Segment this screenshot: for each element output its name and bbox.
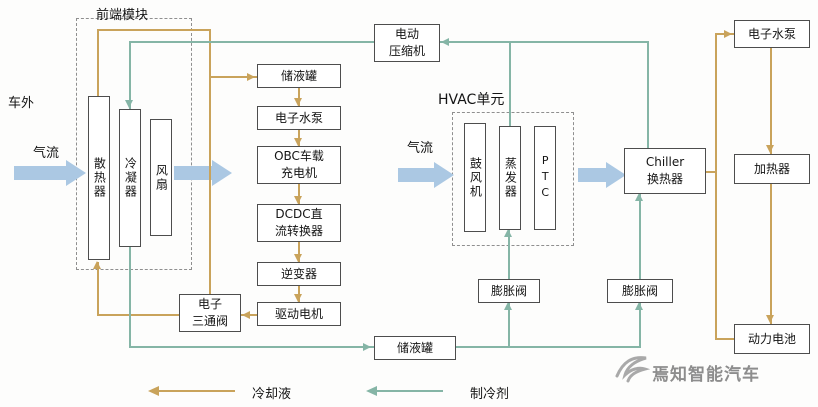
watermark-logo-icon <box>614 352 651 388</box>
coolant-arrowhead <box>294 294 302 302</box>
refrigerant-line <box>440 41 649 43</box>
refrigerant-legend-line <box>377 390 443 392</box>
refrigerant-line <box>509 41 511 126</box>
refrigerant-line <box>456 346 641 348</box>
dcdc-converter-box: DCDC直 流转换器 <box>257 204 341 242</box>
coolant-arrowhead <box>247 73 255 81</box>
coolant-arrowhead <box>294 138 302 146</box>
refrigerant-arrowhead <box>504 302 512 310</box>
refrigerant-arrowhead <box>504 229 512 237</box>
watermark-text: 焉知智能汽车 <box>652 365 760 385</box>
refrigerant-line <box>639 303 641 347</box>
heater-box: 加热器 <box>734 154 810 184</box>
refrigerant-arrowhead <box>441 38 449 46</box>
coolant-arrowhead <box>766 315 774 323</box>
refrigerant-line <box>508 230 510 279</box>
ptc-box: PTC <box>534 126 556 230</box>
coolant-line <box>715 33 717 340</box>
water-pump-mid-box: 电子水泵 <box>257 106 341 130</box>
coolant-arrowhead <box>724 30 732 38</box>
coolant-line <box>298 184 300 204</box>
coolant-arrowhead <box>93 261 101 269</box>
coolant-arrowhead <box>242 311 250 319</box>
airflow-arrowhead-hvac-out <box>606 162 626 188</box>
coolant-line <box>715 338 736 340</box>
airflow-hvac-label: 气流 <box>407 141 434 156</box>
refrigerant-line <box>129 247 131 347</box>
refrigerant-line <box>639 194 641 279</box>
hvac-unit-label: HVAC单元 <box>438 92 505 108</box>
coolant-line <box>209 76 257 78</box>
refrigerant-arrowhead <box>125 100 133 108</box>
airflow-arrow-front-in <box>14 166 66 180</box>
compressor-box: 电动 压缩机 <box>374 24 440 62</box>
coolant-arrowhead <box>294 98 302 106</box>
coolant-line <box>770 184 772 324</box>
refrigerant-arrowhead <box>635 193 643 201</box>
battery-box: 动力电池 <box>734 324 810 354</box>
coolant-line <box>97 29 211 31</box>
reservoir-bottom-box: 储液罐 <box>374 336 456 360</box>
coolant-arrowhead <box>766 145 774 153</box>
drive-motor-box: 驱动电机 <box>257 302 341 326</box>
airflow-arrow-hvac-in <box>398 168 434 182</box>
coolant-line <box>97 262 99 315</box>
expansion-valve-chiller-box: 膨胀阀 <box>607 279 673 303</box>
condenser-box: 冷凝器 <box>119 109 141 247</box>
refrigerant-legend-arrowhead <box>366 386 377 396</box>
refrigerant-line <box>647 41 649 148</box>
front-module-label: 前端模块 <box>96 8 149 23</box>
coolant-arrowhead <box>294 196 302 204</box>
chiller-box: Chiller 换热器 <box>624 148 706 194</box>
coolant-legend-line <box>159 390 235 392</box>
refrigerant-line <box>129 41 375 43</box>
expansion-valve-evap-box: 膨胀阀 <box>478 279 540 303</box>
coolant-line <box>770 48 772 154</box>
refrigerant-line <box>129 41 131 110</box>
obc-charger-box: OBC车载 充电机 <box>257 146 341 184</box>
water-pump-battery-box: 电子水泵 <box>734 20 810 48</box>
refrigerant-arrowhead <box>363 343 371 351</box>
coolant-line <box>706 171 716 173</box>
fan-box: 风扇 <box>150 119 172 236</box>
radiator-box: 散热器 <box>88 96 110 260</box>
coolant-legend-arrowhead <box>148 386 159 396</box>
refrigerant-arrowhead <box>635 302 643 310</box>
three-way-valve-box: 电子 三通阀 <box>179 294 241 332</box>
coolant-line <box>209 29 211 294</box>
coolant-line <box>97 30 99 96</box>
airflow-arrowhead-hvac-in <box>434 162 454 188</box>
coolant-legend-label: 冷却液 <box>252 387 292 402</box>
outside-label: 车外 <box>8 96 35 111</box>
coolant-line <box>298 88 300 106</box>
evaporator-box: 蒸发器 <box>499 126 521 230</box>
coolant-arrowhead <box>294 254 302 262</box>
airflow-arrowhead-front-out <box>212 160 232 186</box>
refrigerant-legend-label: 制冷剂 <box>470 387 510 402</box>
airflow-front-label: 气流 <box>33 146 60 161</box>
airflow-arrow-hvac-out <box>578 168 606 182</box>
coolant-line <box>97 314 179 316</box>
airflow-arrowhead-front-in <box>66 160 86 186</box>
inverter-box: 逆变器 <box>257 262 341 286</box>
front-module-dashed-box <box>76 18 192 270</box>
coolant-line <box>298 242 300 262</box>
airflow-arrow-front-out <box>174 166 212 180</box>
reservoir-top-box: 储液罐 <box>257 64 341 88</box>
blower-box: 鼓风机 <box>464 123 486 232</box>
refrigerant-line <box>129 346 375 348</box>
refrigerant-line <box>508 303 510 347</box>
